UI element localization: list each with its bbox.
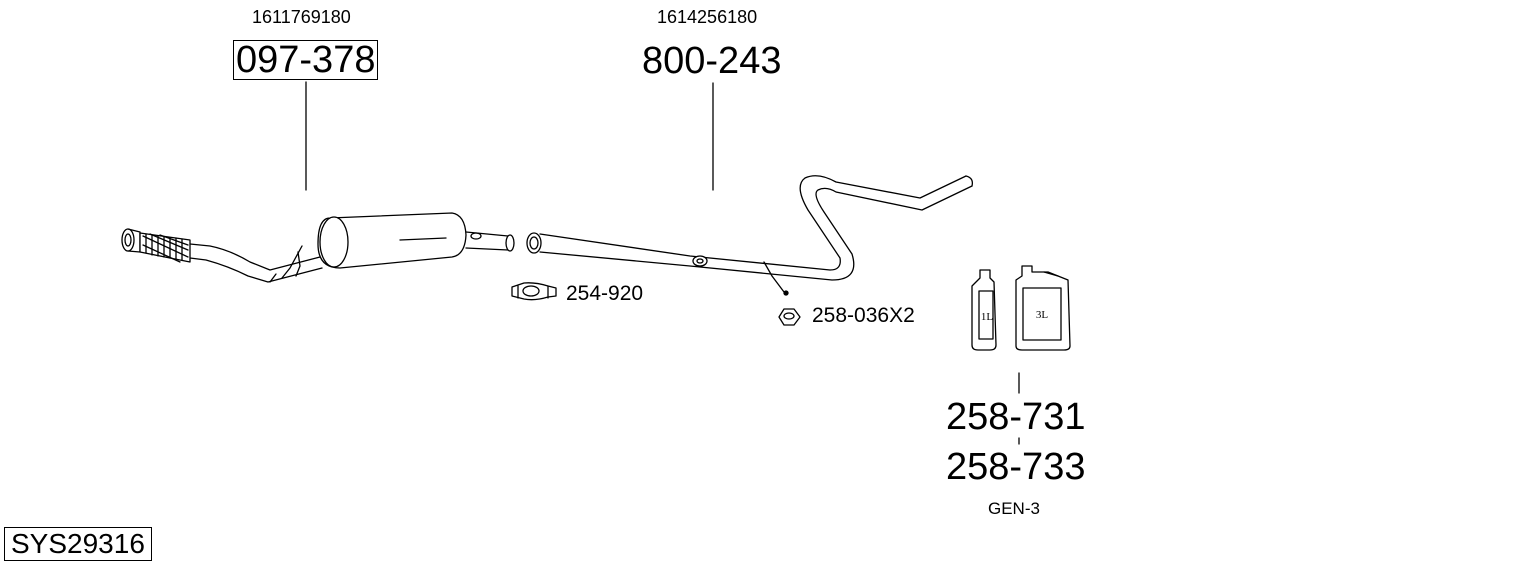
bottle-large-label: 3L [1036, 309, 1049, 321]
part-number-258-731[interactable]: 258-731 [946, 396, 1086, 438]
bottle-small-label: 1L [981, 311, 994, 323]
part-number-254-920[interactable]: 254-920 [566, 282, 644, 305]
part-number-258-036x2[interactable]: 258-036X2 [812, 304, 915, 327]
oem-number-097-378: 1611769180 [252, 7, 351, 27]
part-number-258-733[interactable]: 258-733 [946, 446, 1086, 488]
oem-number-800-243: 1614256180 [657, 7, 758, 27]
part-number-800-243[interactable]: 800-243 [642, 40, 782, 82]
nut-icon [778, 308, 801, 326]
part-number-097-378[interactable]: 097-378 [233, 40, 379, 80]
paste-note: GEN-3 [988, 499, 1040, 518]
system-id: SYS29316 [4, 527, 152, 561]
paste-bottle-large-icon [1015, 265, 1071, 351]
front-pipe-with-filter [121, 212, 515, 283]
rear-pipe [526, 175, 974, 296]
clamp-icon [511, 282, 557, 301]
paste-bottle-small-icon [971, 269, 997, 351]
